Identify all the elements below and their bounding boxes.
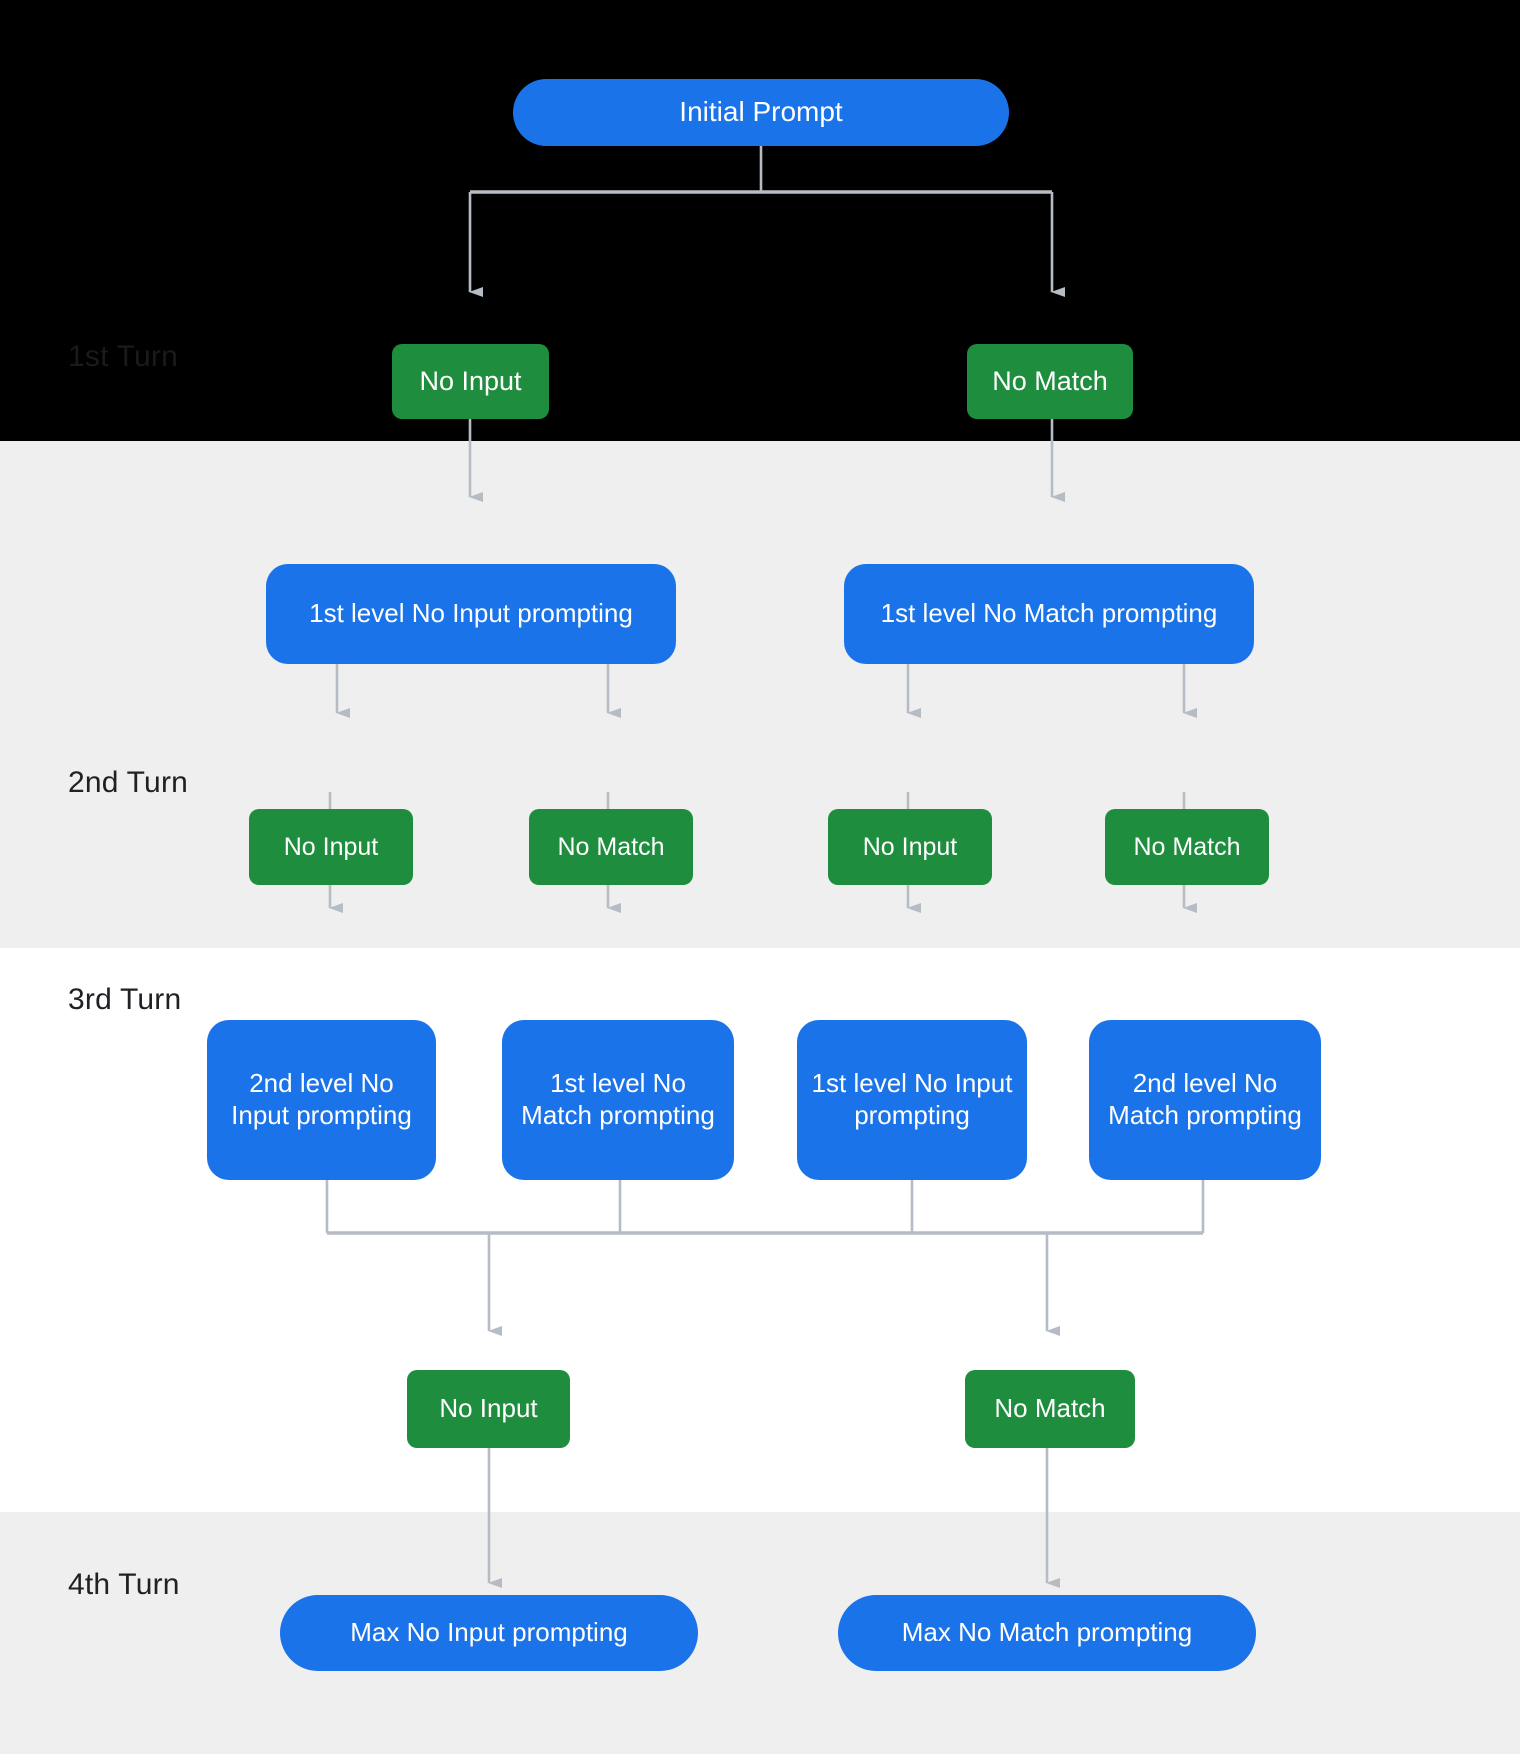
node-turn2-no-input-b[interactable]: No Input [828,809,992,885]
node-turn2-no-match-b[interactable]: No Match [1105,809,1269,885]
turn-label-1st: 1st Turn [68,340,178,373]
node-turn2-prompt-no-input[interactable]: 1st level No Input prompting [266,564,676,664]
turn-label-2nd: 2nd Turn [68,766,189,799]
node-turn3-no-input[interactable]: No Input [407,1370,570,1448]
node-turn3-prompt-1st-no-match[interactable]: 1st level No Match prompting [502,1020,734,1180]
node-turn4-max-no-match[interactable]: Max No Match prompting [838,1595,1256,1671]
turn-label-4th: 4th Turn [68,1568,180,1601]
node-turn3-prompt-2nd-no-match[interactable]: 2nd level No Match prompting [1089,1020,1321,1180]
band-turn-1 [0,0,1520,441]
node-turn2-prompt-no-match[interactable]: 1st level No Match prompting [844,564,1254,664]
node-turn3-prompt-2nd-no-input[interactable]: 2nd level No Input prompting [207,1020,436,1180]
turn-label-3rd: 3rd Turn [68,983,182,1016]
node-turn2-no-match-a[interactable]: No Match [529,809,693,885]
node-turn1-no-match[interactable]: No Match [967,344,1133,419]
node-turn2-no-input-a[interactable]: No Input [249,809,413,885]
node-initial-prompt[interactable]: Initial Prompt [513,79,1009,146]
band-turn-4 [0,1512,1520,1754]
node-turn3-prompt-1st-no-input[interactable]: 1st level No Input prompting [797,1020,1027,1180]
node-turn4-max-no-input[interactable]: Max No Input prompting [280,1595,698,1671]
band-turn-2 [0,441,1520,948]
node-turn3-no-match[interactable]: No Match [965,1370,1135,1448]
node-turn1-no-input[interactable]: No Input [392,344,549,419]
